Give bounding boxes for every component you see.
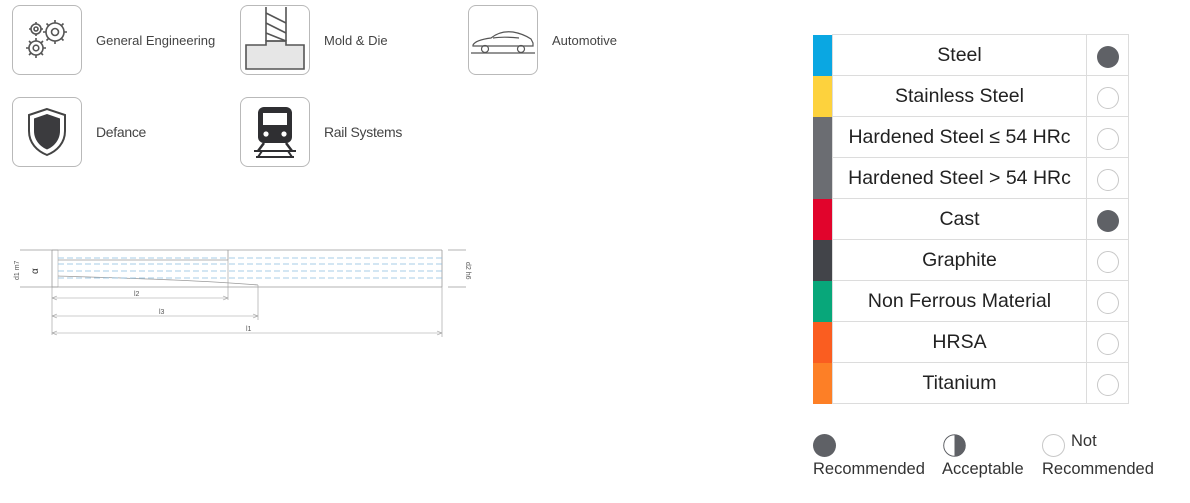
- train-icon: [254, 107, 296, 158]
- drawing-flutes: [58, 257, 442, 279]
- material-row: Graphite: [813, 239, 1129, 281]
- gears-icon-box: [12, 5, 82, 75]
- legend-not-recommended-label: Recommended: [1042, 460, 1154, 478]
- not-recommended-icon: [1096, 168, 1119, 191]
- not-recommended-icon: [1096, 373, 1119, 396]
- material-name: Hardened Steel ≤ 54 HRc: [832, 116, 1087, 158]
- recommended-icon: [1096, 45, 1119, 68]
- end-mill-icon-box: [240, 5, 310, 75]
- shield-icon: [28, 107, 66, 157]
- material-name: Non Ferrous Material: [832, 280, 1087, 322]
- industry-label: Defance: [96, 124, 147, 140]
- legend-acceptable-icon: [943, 434, 966, 457]
- material-name: Graphite: [832, 239, 1087, 281]
- industry-label: Mold & Die: [324, 32, 388, 48]
- industry-rail-systems[interactable]: Rail Systems: [240, 97, 402, 167]
- car-icon-box: [468, 5, 538, 75]
- not-recommended-icon: [1096, 127, 1119, 150]
- material-rating-cell: [1086, 321, 1129, 363]
- material-rating-cell: [1086, 239, 1129, 281]
- industry-mold-die[interactable]: Mold & Die: [240, 5, 388, 75]
- material-name: Stainless Steel: [832, 75, 1087, 117]
- industry-label: Automotive: [552, 32, 618, 48]
- material-color-swatch: [813, 198, 833, 240]
- material-color-swatch: [813, 280, 833, 322]
- industry-general-engineering[interactable]: General Engineering: [12, 5, 215, 75]
- l2-label: l2: [134, 291, 140, 298]
- material-name: HRSA: [832, 321, 1087, 363]
- material-rating-cell: [1086, 34, 1129, 76]
- material-color-swatch: [813, 116, 833, 158]
- material-row: Steel: [813, 34, 1129, 76]
- material-color-swatch: [813, 321, 833, 363]
- tool-drawing: d1 m7 α d2 h6 l2 l3 l1: [14, 249, 471, 337]
- material-row: Non Ferrous Material: [813, 280, 1129, 322]
- material-row: Hardened Steel > 54 HRc: [813, 157, 1129, 199]
- material-rating-cell: [1086, 362, 1129, 404]
- material-row: Cast: [813, 198, 1129, 240]
- l1-label: l1: [246, 326, 252, 333]
- d1-label: d1 m7: [14, 260, 21, 280]
- industry-defence[interactable]: Defance: [12, 97, 146, 167]
- industry-label: Rail Systems: [324, 124, 403, 140]
- d2-label: d2 h6: [464, 262, 471, 280]
- not-recommended-icon: [1096, 291, 1119, 314]
- material-color-swatch: [813, 239, 833, 281]
- not-recommended-icon: [1096, 250, 1119, 273]
- gears-icon: [26, 20, 67, 58]
- l3-label: l3: [159, 309, 165, 316]
- not-recommended-icon: [1096, 86, 1119, 109]
- material-rating-cell: [1086, 198, 1129, 240]
- car-icon: [471, 31, 535, 54]
- industry-label: General Engineering: [96, 32, 216, 48]
- material-color-swatch: [813, 34, 833, 76]
- alpha-label: α: [30, 268, 41, 274]
- legend-recommended-label: Recommended: [813, 460, 925, 478]
- train-icon-box: [240, 97, 310, 167]
- legend-not-recommended-icon: [1042, 434, 1065, 457]
- material-rating-cell: [1086, 75, 1129, 117]
- industry-automotive[interactable]: Automotive: [468, 5, 617, 75]
- material-color-swatch: [813, 362, 833, 404]
- shield-icon-box: [12, 97, 82, 167]
- drawing-outline: [20, 249, 466, 288]
- drawing-dimensions: [51, 260, 443, 337]
- material-name: Titanium: [832, 362, 1087, 404]
- material-color-swatch: [813, 157, 833, 199]
- material-row: HRSA: [813, 321, 1129, 363]
- legend-recommended-icon: [813, 434, 836, 457]
- legend-not-label: Not: [1071, 432, 1097, 450]
- material-row: Stainless Steel: [813, 75, 1129, 117]
- material-row: Titanium: [813, 362, 1129, 404]
- material-name: Steel: [832, 34, 1087, 76]
- material-color-swatch: [813, 75, 833, 117]
- material-rating-cell: [1086, 280, 1129, 322]
- legend-acceptable-label: Acceptable: [942, 460, 1024, 478]
- material-name: Hardened Steel > 54 HRc: [832, 157, 1087, 199]
- material-rating-cell: [1086, 116, 1129, 158]
- end-mill-icon: [245, 7, 305, 70]
- material-rating-cell: [1086, 157, 1129, 199]
- material-name: Cast: [832, 198, 1087, 240]
- material-row: Hardened Steel ≤ 54 HRc: [813, 116, 1129, 158]
- not-recommended-icon: [1096, 332, 1119, 355]
- recommended-icon: [1096, 209, 1119, 232]
